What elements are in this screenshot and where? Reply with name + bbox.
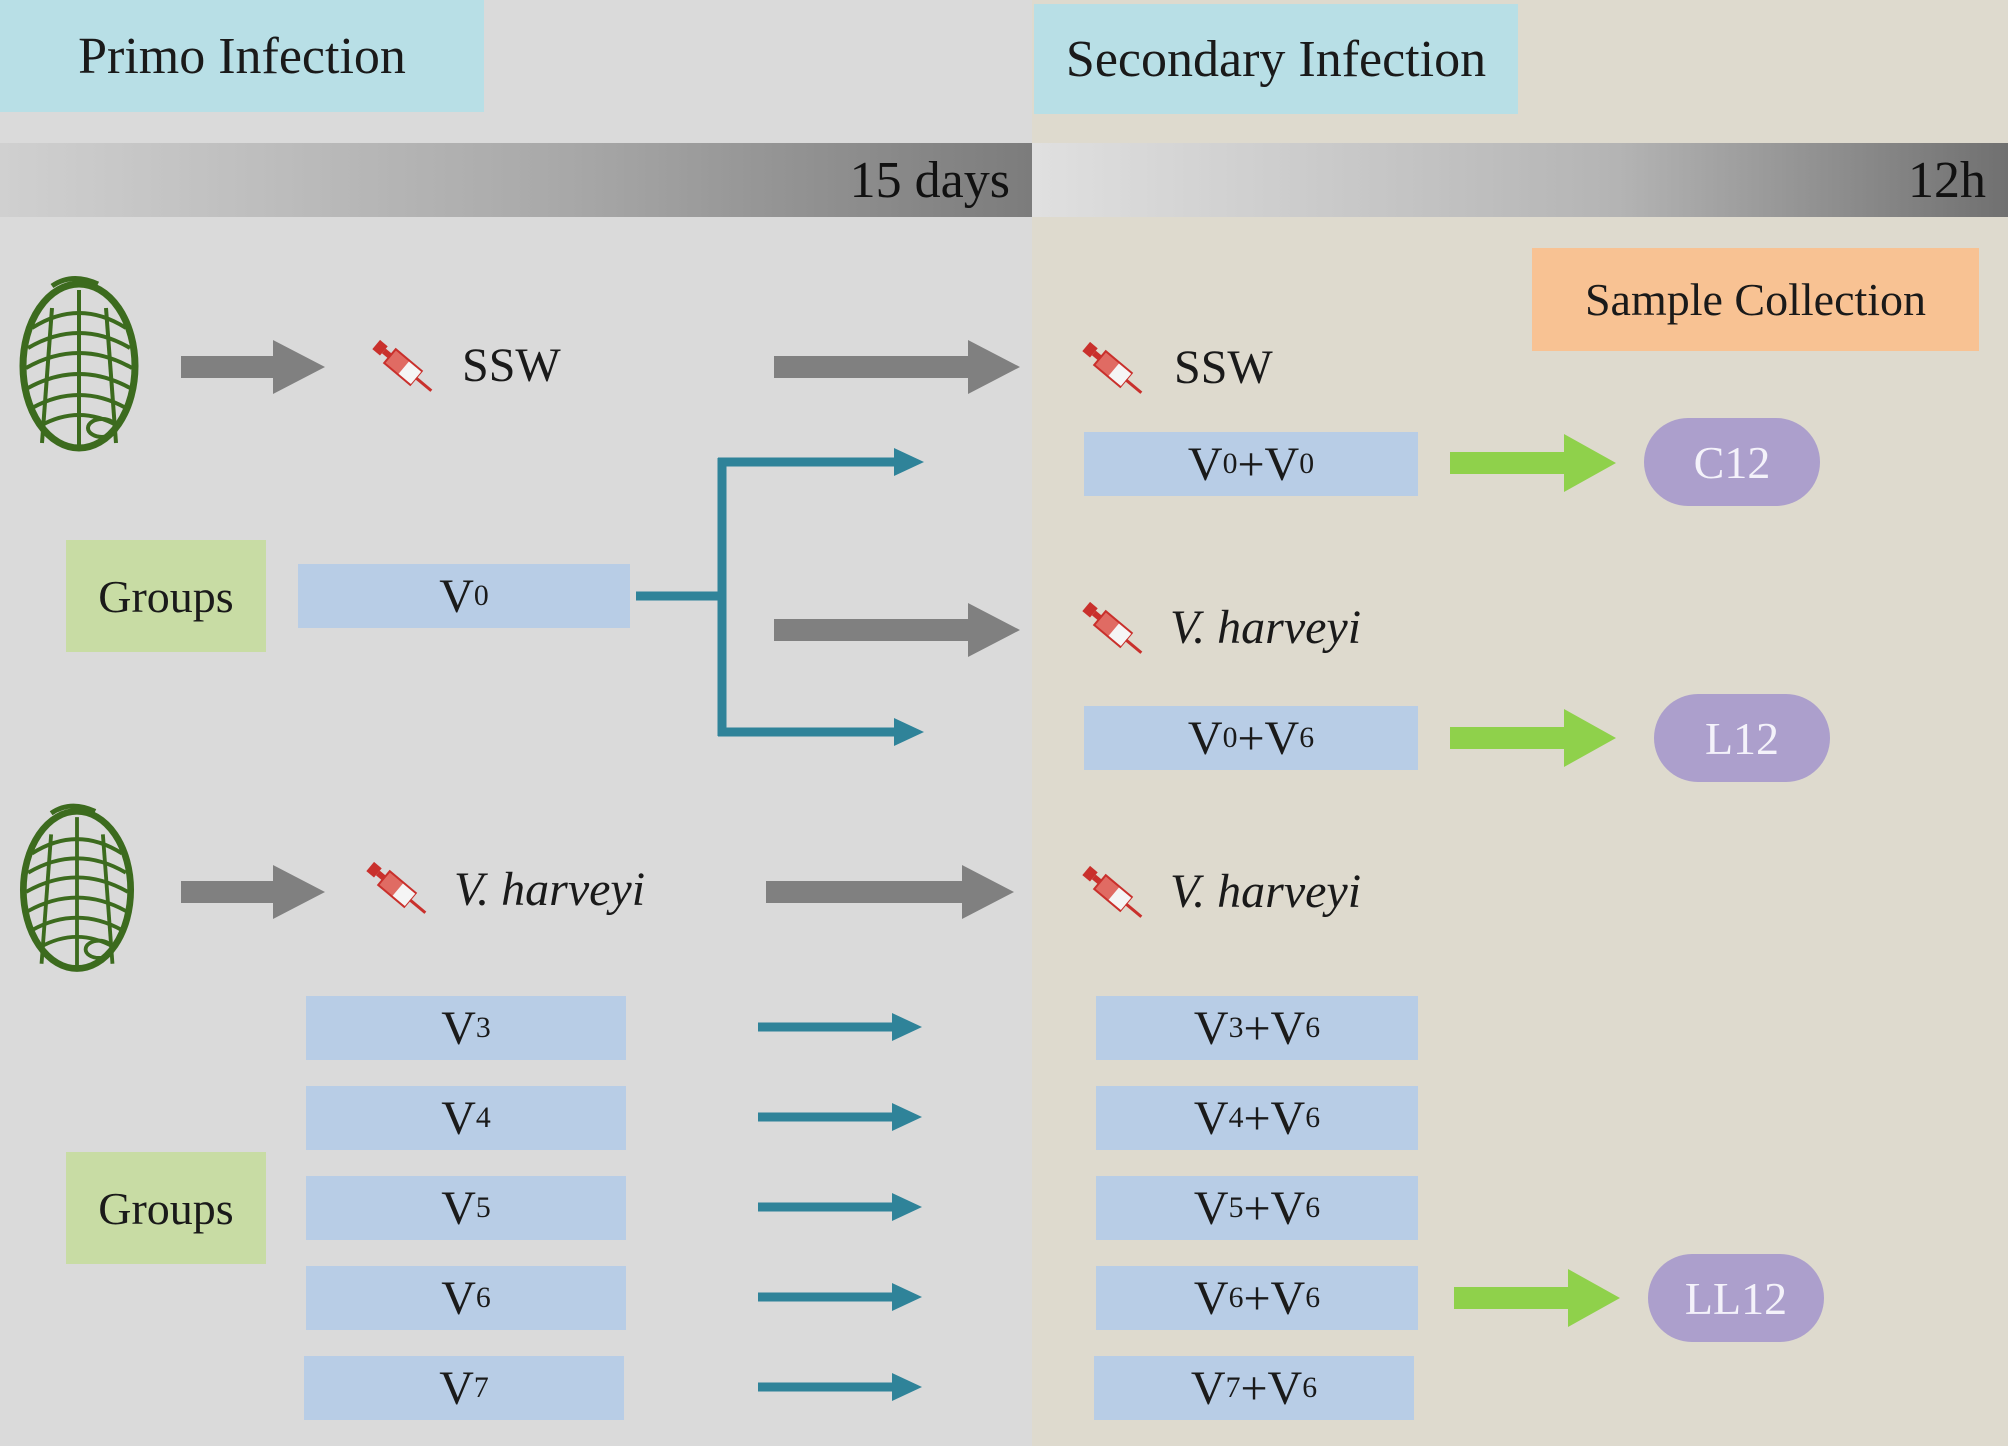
syringe-icon <box>1082 601 1143 654</box>
gray-arrow-2 <box>774 340 1020 394</box>
secondary-duration-bar: 12h <box>1032 143 2008 217</box>
primo-duration: 15 days <box>849 151 1010 209</box>
teal-arrowhead-bottom <box>894 718 924 746</box>
teal-arrowhead-v5 <box>892 1193 922 1221</box>
treatment-vharveyi-secondary-1: V. harveyi <box>1170 601 1362 654</box>
green-arrow-ll12 <box>1454 1269 1620 1327</box>
gray-arrow-5 <box>766 865 1014 919</box>
treatment-vharveyi-primo: V. harveyi <box>454 863 646 916</box>
treatment-vharveyi-secondary-2: V. harveyi <box>1170 865 1362 918</box>
gray-arrow-1 <box>181 340 325 394</box>
sample-collection-label: Sample Collection <box>1532 248 1979 351</box>
gray-arrow-4 <box>181 865 325 919</box>
secondary-infection-title: Secondary Infection <box>1034 4 1518 114</box>
teal-arrowhead-v7 <box>892 1373 922 1401</box>
teal-branch-connector <box>636 457 898 737</box>
teal-row-arrows <box>758 1022 896 1392</box>
teal-arrowhead-v4 <box>892 1103 922 1131</box>
groups-label-bottom: Groups <box>66 1152 266 1264</box>
syringe-icon <box>1082 341 1143 394</box>
green-arrow-l12 <box>1450 709 1616 767</box>
treatment-ssw-secondary: SSW <box>1174 341 1273 394</box>
green-arrow-c12 <box>1450 434 1616 492</box>
primo-duration-bar: 15 days <box>0 143 1032 217</box>
abalone-icon <box>19 803 135 972</box>
syringe-icon <box>1082 865 1143 918</box>
sample-c12: C12 <box>1644 418 1820 506</box>
treatment-ssw-primo: SSW <box>462 339 561 392</box>
secondary-duration: 12h <box>1908 151 1986 209</box>
teal-arrowhead-v3 <box>892 1013 922 1041</box>
gray-arrow-3 <box>774 603 1020 657</box>
sample-ll12: LL12 <box>1648 1254 1824 1342</box>
syringe-icon <box>372 339 433 392</box>
groups-label-top: Groups <box>66 540 266 652</box>
abalone-icon <box>19 276 139 452</box>
primo-infection-title: Primo Infection <box>0 0 484 112</box>
teal-arrowhead-v6 <box>892 1283 922 1311</box>
teal-arrowhead-top <box>894 448 924 476</box>
syringe-icon <box>366 861 427 914</box>
sample-l12: L12 <box>1654 694 1830 782</box>
